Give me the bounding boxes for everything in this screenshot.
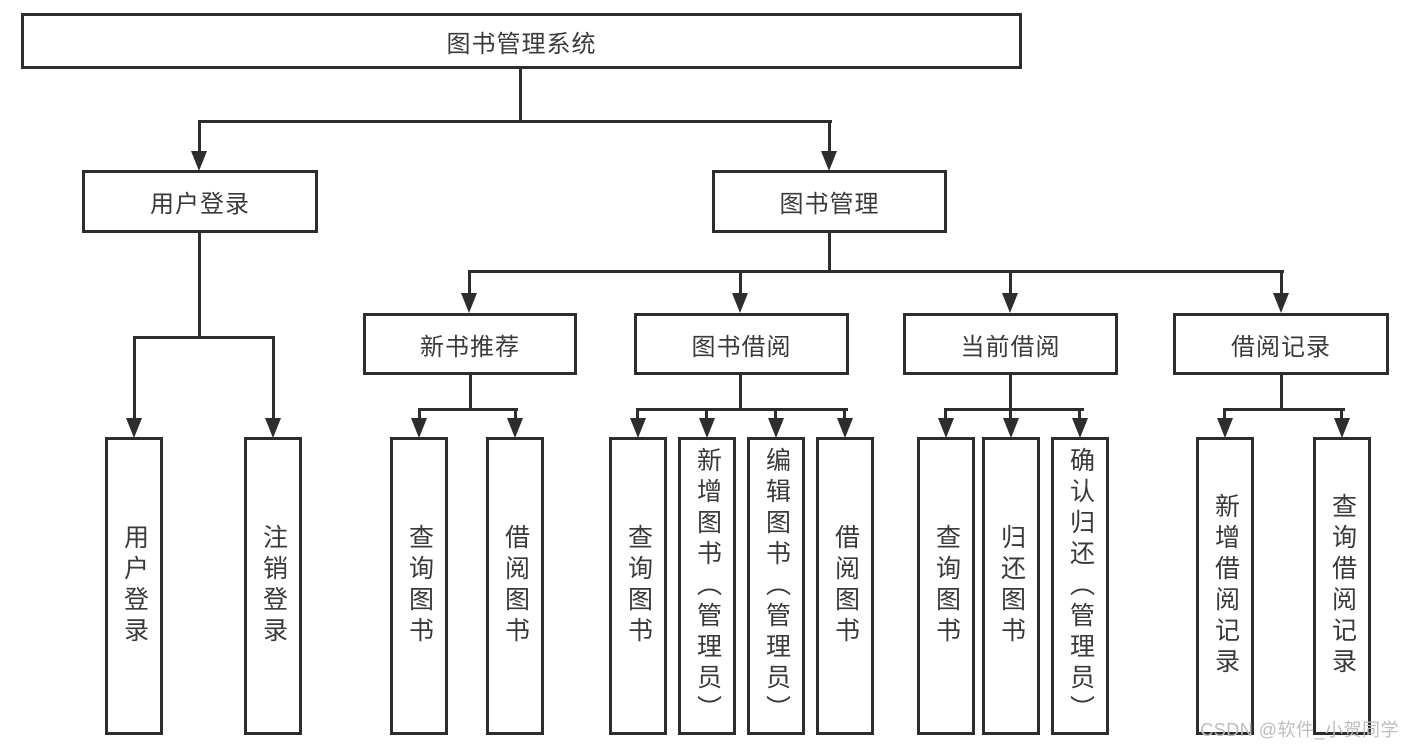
- arrow-down-icon: [837, 418, 853, 438]
- leaf-confirm-return-admin: 确认归还（管理员）: [1051, 437, 1109, 735]
- node-book-management-label: 图书管理: [779, 191, 880, 218]
- connector-line: [828, 233, 831, 273]
- leaf-logout-label: 注销登录: [259, 524, 288, 648]
- node-new-book-recommend: 新书推荐: [363, 313, 577, 375]
- leaf-borrow-query-books: 查询图书: [609, 437, 667, 735]
- arrow-down-icon: [411, 418, 427, 438]
- leaf-return-books: 归还图书: [982, 437, 1040, 735]
- connector-line: [636, 408, 639, 420]
- leaf-add-books-admin-label: 新增图书（管理员）: [693, 446, 722, 726]
- arrow-down-icon: [1072, 418, 1088, 438]
- leaf-add-books-admin: 新增图书（管理员）: [678, 437, 736, 735]
- connector-line: [133, 336, 275, 339]
- node-current-borrow-label: 当前借阅: [960, 333, 1061, 361]
- connector-line: [514, 408, 517, 420]
- arrow-down-icon: [938, 418, 954, 438]
- node-root: 图书管理系统: [21, 13, 1022, 69]
- arrow-down-icon: [1003, 418, 1019, 438]
- connector-line: [1340, 408, 1343, 420]
- connector-line: [469, 375, 472, 411]
- connector-line: [198, 120, 832, 123]
- arrow-down-icon: [768, 418, 784, 438]
- connector-line: [1009, 270, 1012, 295]
- connector-line: [198, 120, 201, 154]
- leaf-add-borrow-record: 新增借阅记录: [1196, 437, 1254, 735]
- connector-line: [468, 270, 1284, 273]
- leaf-recommend-query-books-label: 查询图书: [405, 524, 434, 648]
- node-user-login-label: 用户登录: [150, 191, 250, 218]
- connector-line: [272, 336, 275, 421]
- node-new-book-recommend-label: 新书推荐: [420, 333, 520, 361]
- connector-line: [468, 270, 471, 295]
- connector-line: [1009, 408, 1012, 420]
- leaf-confirm-return-admin-label: 确认归还（管理员）: [1066, 446, 1095, 726]
- connector-line: [843, 408, 846, 420]
- node-current-borrow: 当前借阅: [903, 313, 1118, 375]
- connector-line: [1078, 408, 1081, 420]
- leaf-user-login: 用户登录: [105, 437, 163, 735]
- leaf-borrow-query-books-label: 查询图书: [624, 524, 653, 648]
- leaf-query-borrow-record: 查询借阅记录: [1313, 437, 1371, 735]
- leaf-user-login-label: 用户登录: [120, 524, 149, 648]
- leaf-borrow-books: 借阅图书: [816, 437, 874, 735]
- arrow-down-icon: [699, 418, 715, 438]
- csdn-watermark: CSDN @软件_小贺同学: [1200, 720, 1399, 740]
- node-user-login: 用户登录: [82, 170, 318, 233]
- node-borrow-records-label: 借阅记录: [1231, 333, 1331, 361]
- node-book-borrow: 图书借阅: [634, 313, 849, 375]
- leaf-recommend-borrow-books: 借阅图书: [486, 437, 544, 735]
- leaf-borrow-books-label: 借阅图书: [831, 524, 860, 648]
- leaf-logout: 注销登录: [244, 437, 302, 735]
- connector-line: [198, 233, 201, 339]
- connector-line: [774, 408, 777, 420]
- connector-line: [418, 408, 421, 420]
- leaf-edit-books-admin: 编辑图书（管理员）: [747, 437, 805, 735]
- connector-line: [828, 120, 831, 154]
- leaf-current-query-books-label: 查询图书: [932, 524, 961, 648]
- connector-line: [1009, 375, 1012, 411]
- connector-line: [739, 270, 742, 295]
- connector-line: [519, 69, 522, 122]
- arrow-down-icon: [1002, 293, 1018, 313]
- leaf-query-borrow-record-label: 查询借阅记录: [1328, 493, 1357, 679]
- leaf-return-books-label: 归还图书: [997, 524, 1026, 648]
- arrow-down-icon: [265, 418, 281, 438]
- leaf-add-borrow-record-label: 新增借阅记录: [1211, 493, 1240, 679]
- arrow-down-icon: [191, 151, 207, 171]
- connector-line: [636, 408, 848, 411]
- arrow-down-icon: [1334, 418, 1350, 438]
- arrow-down-icon: [126, 418, 142, 438]
- connector-line: [705, 408, 708, 420]
- leaf-recommend-borrow-books-label: 借阅图书: [501, 524, 530, 648]
- node-borrow-records: 借阅记录: [1173, 313, 1389, 375]
- arrow-down-icon: [821, 151, 837, 171]
- node-book-management: 图书管理: [712, 170, 947, 233]
- connector-line: [1280, 270, 1283, 295]
- leaf-current-query-books: 查询图书: [917, 437, 975, 735]
- connector-line: [418, 408, 518, 411]
- arrow-down-icon: [1273, 293, 1289, 313]
- arrow-down-icon: [1217, 418, 1233, 438]
- arrow-down-icon: [630, 418, 646, 438]
- arrow-down-icon: [507, 418, 523, 438]
- connector-line: [133, 336, 136, 421]
- leaf-edit-books-admin-label: 编辑图书（管理员）: [762, 446, 791, 726]
- connector-line: [944, 408, 947, 420]
- leaf-recommend-query-books: 查询图书: [390, 437, 448, 735]
- connector-line: [739, 375, 742, 411]
- node-book-borrow-label: 图书借阅: [691, 333, 792, 361]
- connector-line: [1223, 408, 1226, 420]
- connector-line: [1223, 408, 1345, 411]
- connector-line: [944, 408, 1084, 411]
- arrow-down-icon: [461, 293, 477, 313]
- node-root-label: 图书管理系统: [446, 30, 597, 58]
- arrow-down-icon: [732, 293, 748, 313]
- connector-line: [1280, 375, 1283, 411]
